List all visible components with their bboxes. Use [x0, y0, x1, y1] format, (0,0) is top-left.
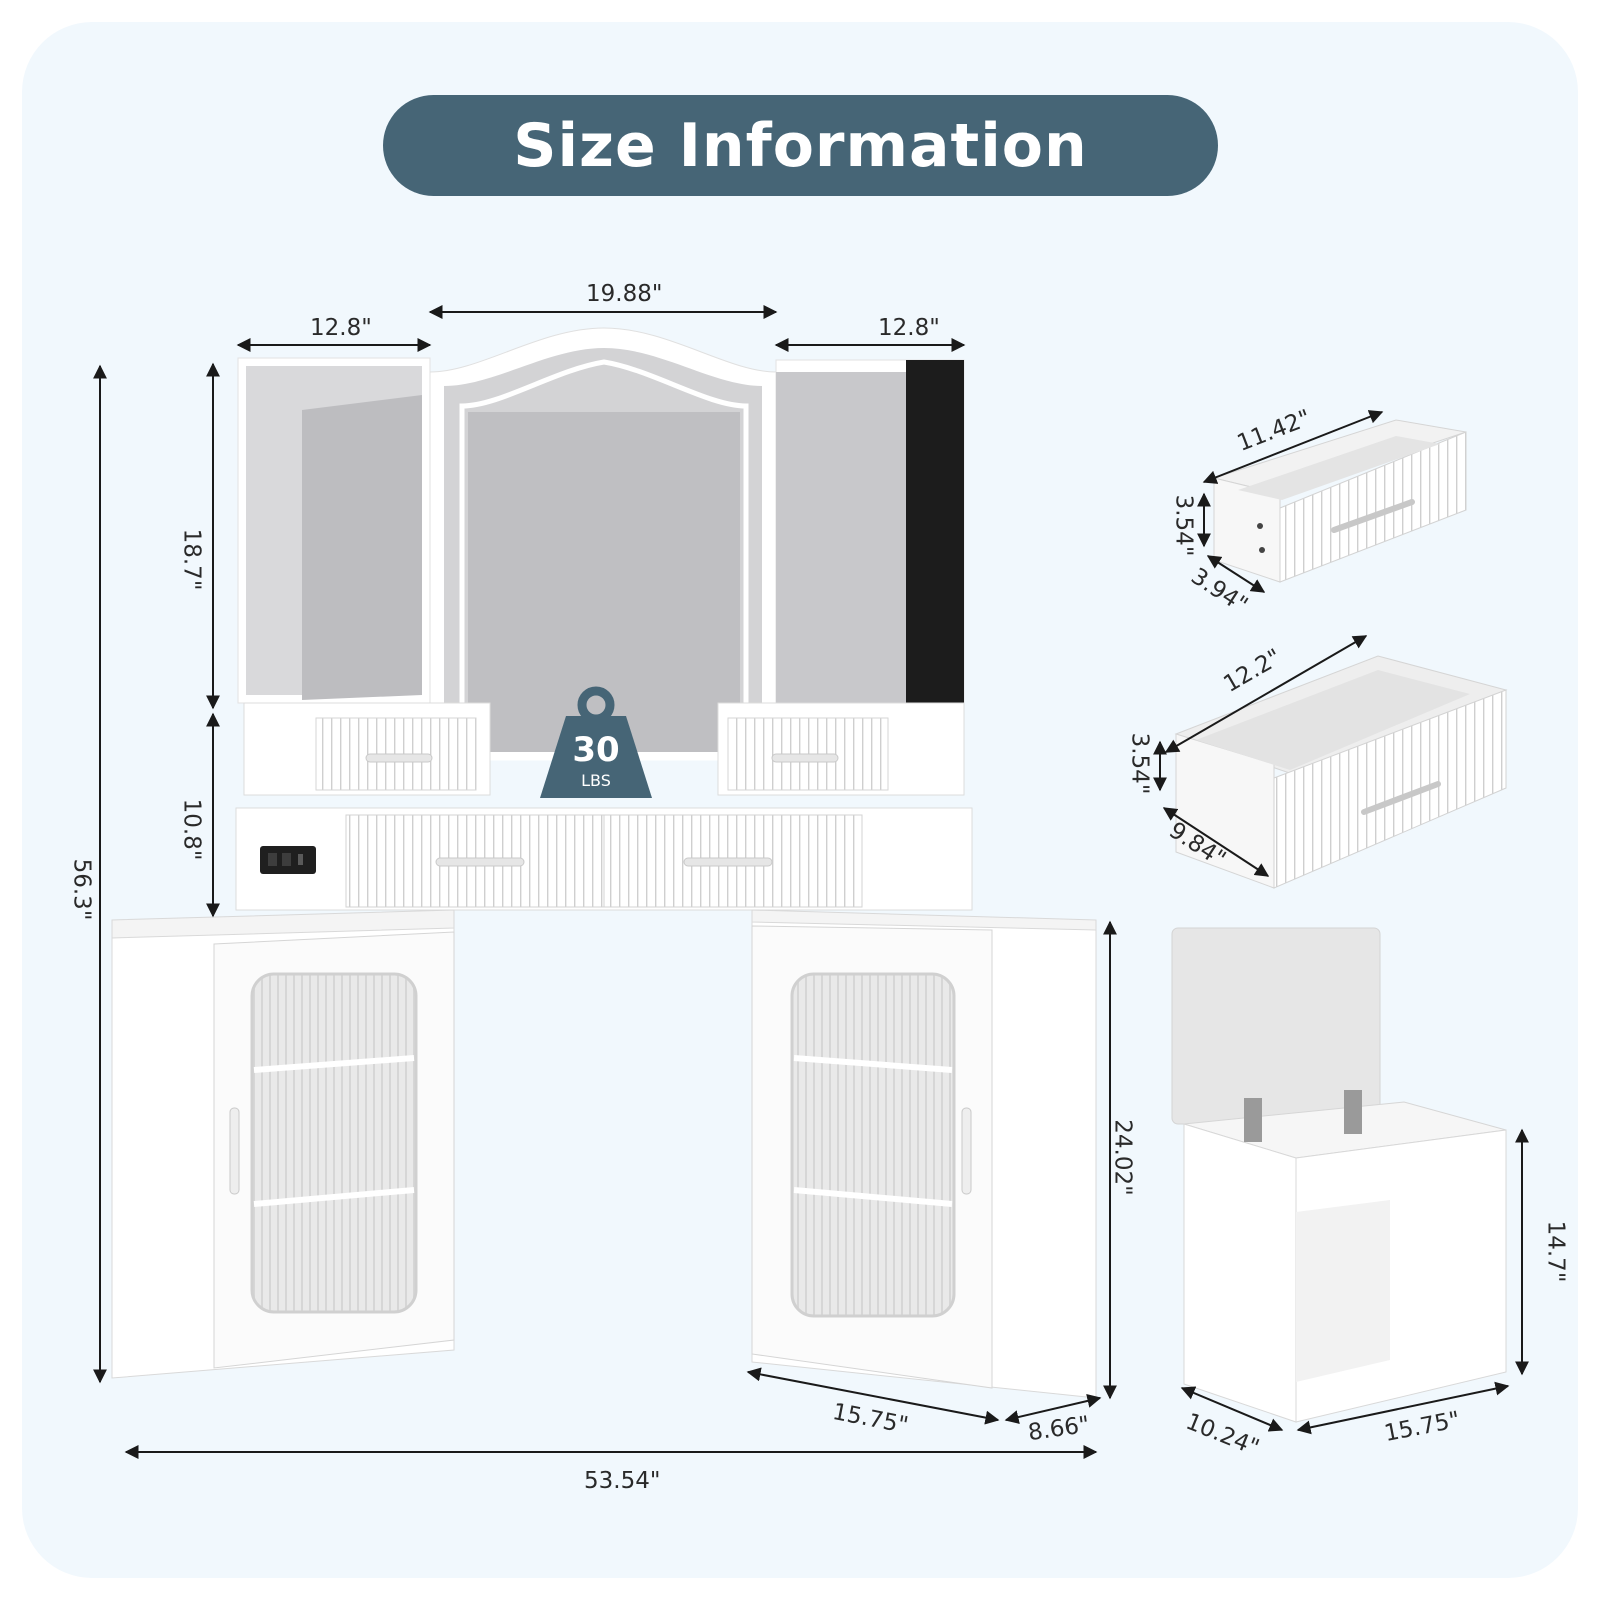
left-cabinet	[111, 909, 455, 1379]
dim-stool-height: 14.7"	[1542, 1220, 1569, 1283]
mirror-right-panel	[775, 359, 965, 704]
dim-small-drawer-height: 3.54"	[1170, 494, 1197, 557]
storage-stool	[1171, 927, 1507, 1423]
dim-total-width: 53.54"	[584, 1468, 661, 1494]
right-cabinet	[751, 909, 1097, 1399]
weight-unit: LBS	[581, 771, 611, 790]
small-drawer-unit-right	[717, 702, 965, 796]
dim-mirror-height: 18.7"	[178, 528, 205, 591]
dim-drawer-tier-height: 10.8"	[178, 798, 205, 861]
page-title: Size Information	[513, 110, 1088, 181]
dim-mirror-left-width: 12.8"	[310, 315, 372, 341]
desk-main-drawers	[235, 807, 973, 911]
dim-cabinet-height: 24.02"	[1109, 1119, 1136, 1196]
dimension-lines	[93, 305, 1529, 1459]
weight-badge-icon	[540, 686, 652, 798]
dim-total-height: 56.3"	[68, 858, 95, 921]
dim-mirror-right-width: 12.8"	[878, 315, 940, 341]
power-outlet-icon	[260, 846, 316, 874]
small-drawer-unit-left	[243, 702, 491, 796]
dim-mirror-center-width: 19.88"	[586, 281, 663, 307]
weight-value: 30	[572, 730, 620, 770]
mirror-left-panel	[237, 357, 431, 704]
title-banner: Size Information	[383, 95, 1218, 196]
mirror-center-panel	[429, 327, 777, 761]
dim-large-drawer-height: 3.54"	[1126, 732, 1153, 795]
